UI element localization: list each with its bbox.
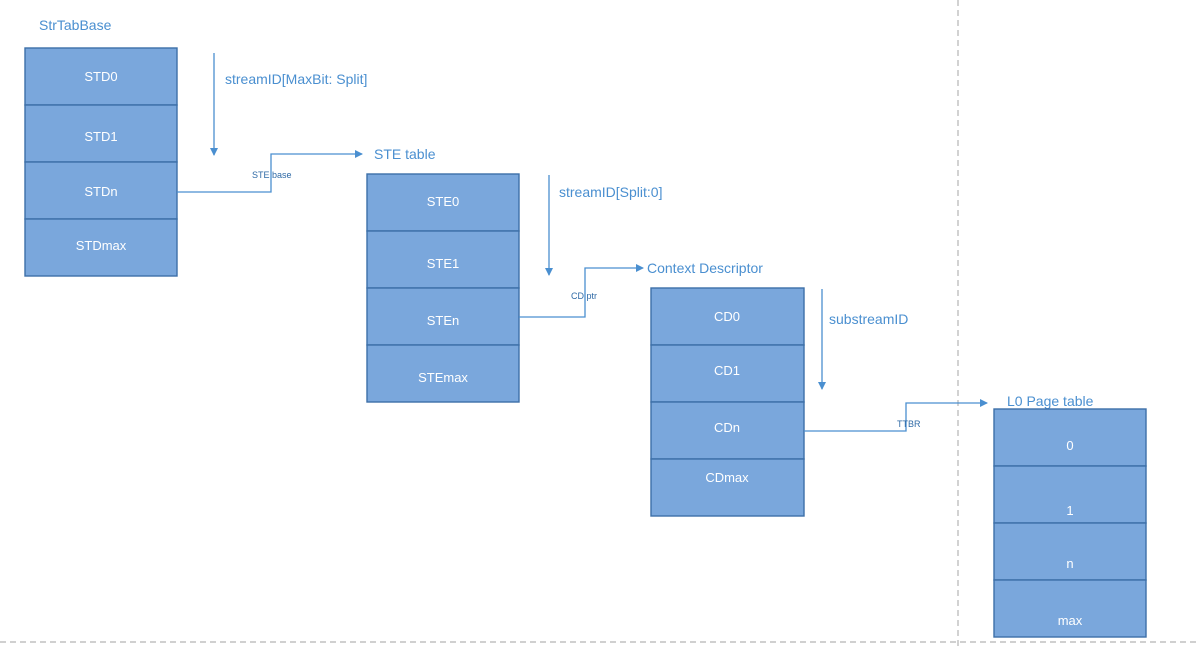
ttbr-label: TTBR xyxy=(897,419,921,429)
stdmax-cell xyxy=(24,218,178,277)
l0-row-0-cell xyxy=(993,408,1147,467)
stdmax-label: STDmax xyxy=(76,238,127,253)
l0-row-1-cell xyxy=(993,465,1147,524)
ttbr-connector xyxy=(804,399,988,432)
sten-cell xyxy=(366,287,520,346)
ste1-cell xyxy=(366,230,520,289)
stream-id-high-label: streamID[MaxBit: Split] xyxy=(225,71,367,87)
ste-table-title: STE table xyxy=(374,146,436,162)
cd-ptr-label: CD ptr xyxy=(571,291,597,301)
stdn-cell xyxy=(24,161,178,220)
ste-base-connector xyxy=(177,150,363,193)
context-descriptor-title: Context Descriptor xyxy=(647,260,763,276)
str-tab-base-title: StrTabBase xyxy=(39,17,112,33)
ste1-label: STE1 xyxy=(427,256,460,271)
std0-label: STD0 xyxy=(84,69,117,84)
cdn-cell xyxy=(650,401,805,460)
l0-row-max-cell xyxy=(993,579,1147,638)
cd0-cell xyxy=(650,287,805,346)
stemax-cell xyxy=(366,344,520,403)
sten-label: STEn xyxy=(427,313,460,328)
std1-label: STD1 xyxy=(84,129,117,144)
l0-page-table-title: L0 Page table xyxy=(1007,393,1094,409)
cdmax-label: CDmax xyxy=(705,470,749,485)
cd1-label: CD1 xyxy=(714,363,740,378)
ste-table: STE0 STE1 STEn STEmax xyxy=(366,173,520,403)
stream-id-low-label: streamID[Split:0] xyxy=(559,184,662,200)
l0-row-n-cell xyxy=(993,522,1147,581)
str-tab-table: STD0 STD1 STDn STDmax xyxy=(24,47,178,277)
cdn-label: CDn xyxy=(714,420,740,435)
ste-base-label: STE base xyxy=(252,170,292,180)
cd-ptr-connector xyxy=(519,264,644,318)
l0-row-max-label: max xyxy=(1058,613,1083,628)
l0-row-0-label: 0 xyxy=(1066,438,1073,453)
ste0-cell xyxy=(366,173,520,232)
l0-row-1-label: 1 xyxy=(1066,503,1073,518)
std1-cell xyxy=(24,104,178,163)
stdn-label: STDn xyxy=(84,184,117,199)
cd0-label: CD0 xyxy=(714,309,740,324)
l0-page-table: 0 1 n max xyxy=(993,408,1147,638)
context-descriptor-table: CD0 CD1 CDn CDmax xyxy=(650,287,805,517)
substream-id-label: substreamID xyxy=(829,311,908,327)
stemax-label: STEmax xyxy=(418,370,468,385)
cdmax-cell xyxy=(650,458,805,517)
l0-row-n-label: n xyxy=(1066,556,1073,571)
cd1-cell xyxy=(650,344,805,403)
ste0-label: STE0 xyxy=(427,194,460,209)
